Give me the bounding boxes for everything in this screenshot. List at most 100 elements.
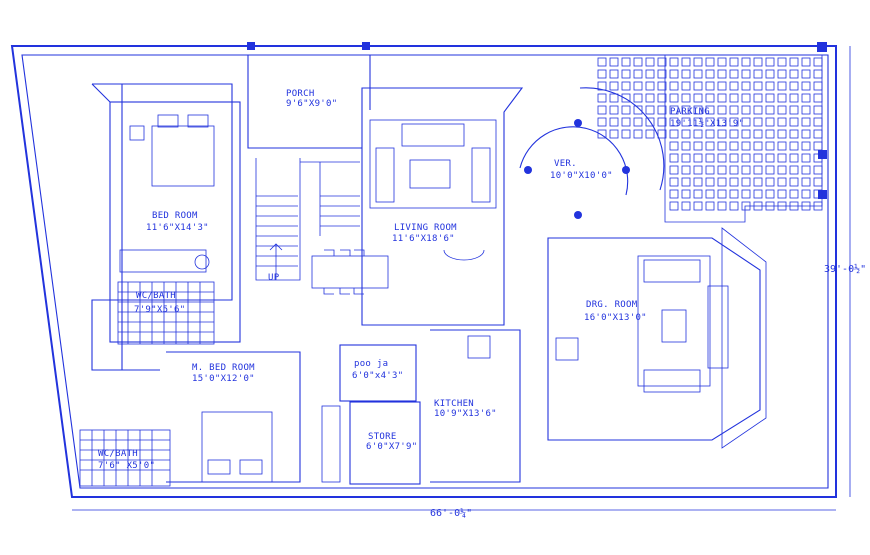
parking-tile (681, 165, 691, 175)
parking-tile (621, 93, 631, 103)
parking-tile (765, 201, 775, 211)
parking-tile (621, 69, 631, 79)
parking-tile (717, 189, 727, 199)
parking-tile (753, 201, 763, 211)
wc-bath-2-size: 7'6" X5'0" (98, 461, 155, 471)
parking-tile (765, 81, 775, 91)
parking-tile (645, 81, 655, 91)
parking-tile (753, 69, 763, 79)
parking-tile (693, 69, 703, 79)
bed-room-name: BED ROOM (152, 211, 198, 221)
bed-room-size: 11'6"X14'3" (146, 223, 209, 233)
parking-tile (801, 93, 811, 103)
parking-tile (705, 129, 715, 139)
parking-tile (729, 105, 739, 115)
parking-tile (621, 105, 631, 115)
store-size: 6'0"X7'9" (366, 442, 417, 452)
parking-tile (633, 69, 643, 79)
parking-tile (801, 81, 811, 91)
parking-tile (813, 141, 823, 151)
parking-tile (789, 177, 799, 187)
parking-tile (597, 69, 607, 79)
parking-tile (681, 141, 691, 151)
parking-tile (729, 57, 739, 67)
parking-tile (669, 69, 679, 79)
parking-tile (741, 69, 751, 79)
parking-tile (789, 165, 799, 175)
parking-tile (681, 189, 691, 199)
parking-tile (801, 57, 811, 67)
parking-tile (753, 129, 763, 139)
parking-tile (693, 153, 703, 163)
parking-tile (813, 69, 823, 79)
parking-tile (669, 153, 679, 163)
parking-tile (717, 201, 727, 211)
parking-tile (729, 117, 739, 127)
parking-tile (801, 189, 811, 199)
parking-tile (717, 129, 727, 139)
parking-tile (801, 165, 811, 175)
parking-tile (693, 165, 703, 175)
parking-tile (705, 189, 715, 199)
parking-tile (741, 153, 751, 163)
parking-tile (813, 93, 823, 103)
parking-tile (765, 141, 775, 151)
parking-tile (741, 117, 751, 127)
parking-tile (813, 153, 823, 163)
parking-tile (681, 81, 691, 91)
parking-tile (645, 93, 655, 103)
parking-tile (609, 69, 619, 79)
drawing-room (547, 227, 767, 449)
parking-tile (741, 105, 751, 115)
m-bed-room-size: 15'0"X12'0" (192, 374, 255, 384)
parking-tile (669, 189, 679, 199)
parking-tile (801, 141, 811, 151)
parking-tile (777, 177, 787, 187)
parking-tile (717, 153, 727, 163)
parking-tile (813, 177, 823, 187)
parking-tile (789, 141, 799, 151)
parking-tile (765, 69, 775, 79)
parking-tile (741, 93, 751, 103)
lower-rooms (166, 329, 521, 485)
parking-tile (777, 141, 787, 151)
parking-tile (777, 201, 787, 211)
bedroom-walls (91, 83, 241, 371)
parking-tile (813, 201, 823, 211)
parking-tile (705, 57, 715, 67)
parking-tile (753, 153, 763, 163)
parking-tile (765, 57, 775, 67)
parking-tile (657, 93, 667, 103)
parking-tile (717, 81, 727, 91)
parking-tile (669, 93, 679, 103)
parking-tile (741, 165, 751, 175)
parking-tile (753, 57, 763, 67)
parking-tile (765, 105, 775, 115)
parking-tile (693, 117, 703, 127)
kitchen-size: 10'9"X13'6" (434, 409, 497, 419)
parking-tile (729, 165, 739, 175)
height-dimension: 39'-0½" (824, 263, 866, 275)
parking-tile (645, 129, 655, 139)
parking-tile (753, 81, 763, 91)
parking-tile (729, 81, 739, 91)
parking-tile (669, 105, 679, 115)
parking-tile (801, 153, 811, 163)
parking-tile (681, 201, 691, 211)
parking-tile (657, 117, 667, 127)
parking-tile (729, 189, 739, 199)
parking-tile (597, 93, 607, 103)
parking-tile (633, 129, 643, 139)
parking-tile (705, 201, 715, 211)
porch-and-stair (247, 55, 371, 281)
parking-tile (753, 141, 763, 151)
parking-tile (621, 129, 631, 139)
parking-tile (705, 81, 715, 91)
porch-name: PORCH (286, 89, 315, 99)
parking-tile (681, 93, 691, 103)
parking-tile (717, 177, 727, 187)
pooja-size: 6'0"x4'3" (352, 371, 403, 381)
parking-tile (741, 141, 751, 151)
parking-tile (669, 141, 679, 151)
